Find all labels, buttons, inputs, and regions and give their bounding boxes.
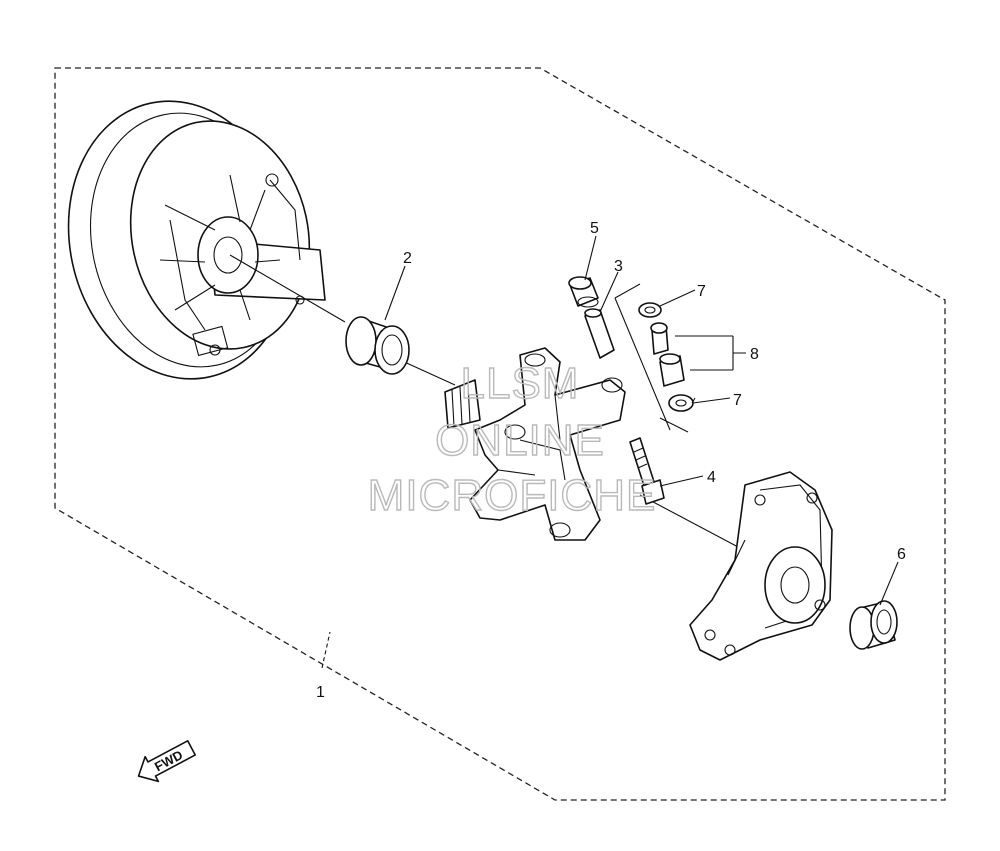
washer-lower-part-7 xyxy=(668,394,694,412)
watermark-line-2: ONLINE xyxy=(435,416,605,465)
callout-3: 3 xyxy=(614,258,623,275)
pin-part-3 xyxy=(584,308,615,359)
fwd-arrow-icon xyxy=(137,740,197,783)
cover-plate xyxy=(689,471,833,661)
callout-5: 5 xyxy=(590,220,599,237)
fwd-direction-marker: FWD xyxy=(137,740,197,783)
callout-4: 4 xyxy=(707,469,716,486)
spider-assembly xyxy=(444,347,626,541)
washer-collar-stack xyxy=(614,283,694,433)
callout-2: 2 xyxy=(403,250,412,267)
fwd-label: FWD xyxy=(152,747,185,774)
bushing-part-2 xyxy=(345,316,410,375)
nut-part-5 xyxy=(568,276,599,308)
washer-upper-part-7 xyxy=(638,302,662,318)
watermark-line-3: MICROFICHE xyxy=(368,471,657,520)
callout-1: 1 xyxy=(316,684,325,701)
callout-8: 8 xyxy=(750,346,759,363)
bushing-part-6 xyxy=(849,600,898,650)
callout-7-lower: 7 xyxy=(733,392,742,409)
primary-sheave xyxy=(67,100,326,380)
shaft-centerline xyxy=(229,254,741,549)
callout-6: 6 xyxy=(897,546,906,563)
watermark: LLSM ONLINE MICROFICHE xyxy=(367,358,657,520)
leader-lines xyxy=(321,235,899,669)
callout-7-upper: 7 xyxy=(697,283,706,300)
watermark-line-1: LLSM xyxy=(461,359,580,408)
bolt-part-4 xyxy=(629,437,665,505)
assembly-boundary xyxy=(54,67,946,801)
